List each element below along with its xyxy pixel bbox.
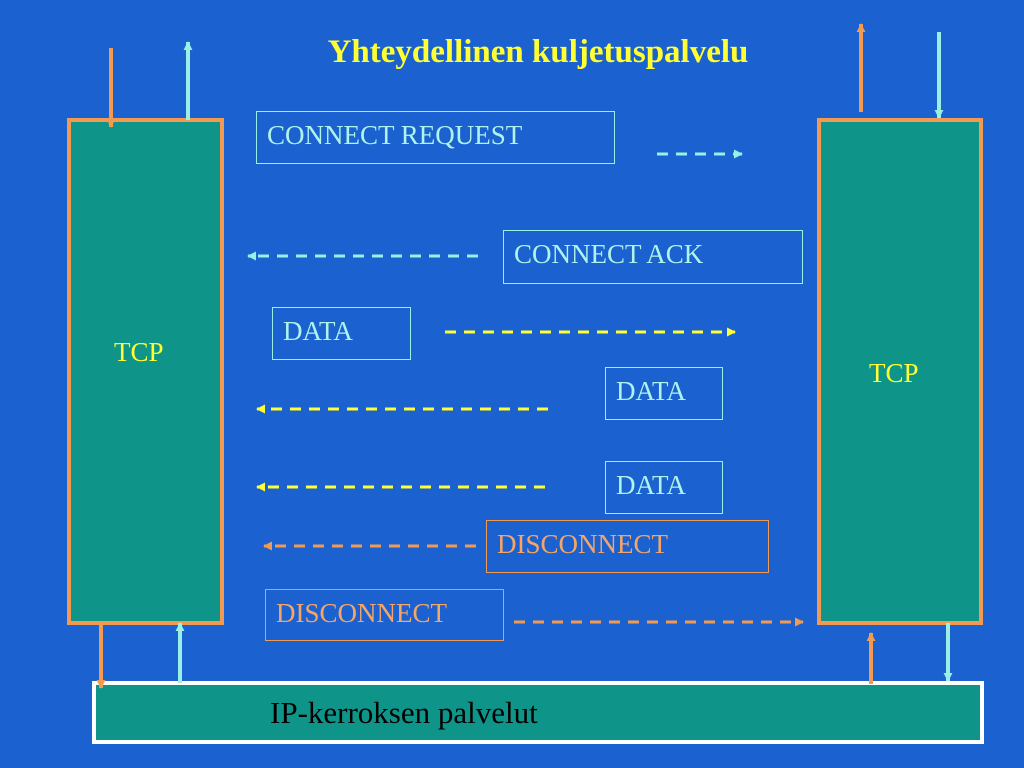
message-disconnect-1: DISCONNECT [486,520,769,573]
message-data-3: DATA [605,461,723,514]
ip-layer-label: IP-kerroksen palvelut [270,695,538,730]
left-tcp-layer: TCP [67,118,224,625]
left-tcp-label: TCP [114,337,164,367]
ip-layer: IP-kerroksen palvelut [92,681,984,744]
message-connect-ack: CONNECT ACK [503,230,803,284]
diagram-title: Yhteydellinen kuljetuspalvelu [327,34,749,70]
message-data-1: DATA [272,307,411,360]
message-connect-request: CONNECT REQUEST [256,111,615,164]
right-tcp-label: TCP [869,358,919,388]
message-disconnect-2: DISCONNECT [265,589,504,641]
right-tcp-layer: TCP [817,118,983,625]
message-data-2: DATA [605,367,723,420]
